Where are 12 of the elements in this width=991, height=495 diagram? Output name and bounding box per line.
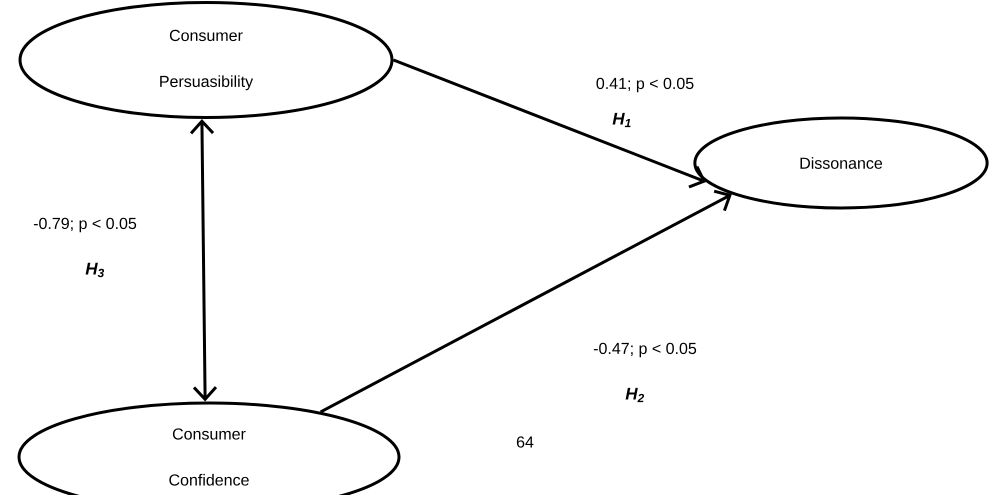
arrow bbox=[190, 118, 218, 402]
arrow bbox=[392, 58, 706, 188]
page-number: 64 bbox=[516, 436, 534, 448]
ellipse-node: Consumer Persuasibility bbox=[18, 1, 394, 119]
hypothesis-label: H$_{1}$ bbox=[612, 112, 631, 128]
edge-label: -0.47; p < 0.05 bbox=[594, 342, 696, 358]
arrow bbox=[320, 190, 732, 414]
hypothesis-label: H$_{2}$ bbox=[626, 388, 644, 402]
edge-label: -0.79; p < 0.05 bbox=[34, 218, 136, 232]
ellipse-node: Dissonance bbox=[693, 116, 989, 210]
hypothesis-label: H$_{3}$ bbox=[86, 262, 104, 278]
edge-label: 0.41; p < 0.05 bbox=[596, 78, 694, 92]
